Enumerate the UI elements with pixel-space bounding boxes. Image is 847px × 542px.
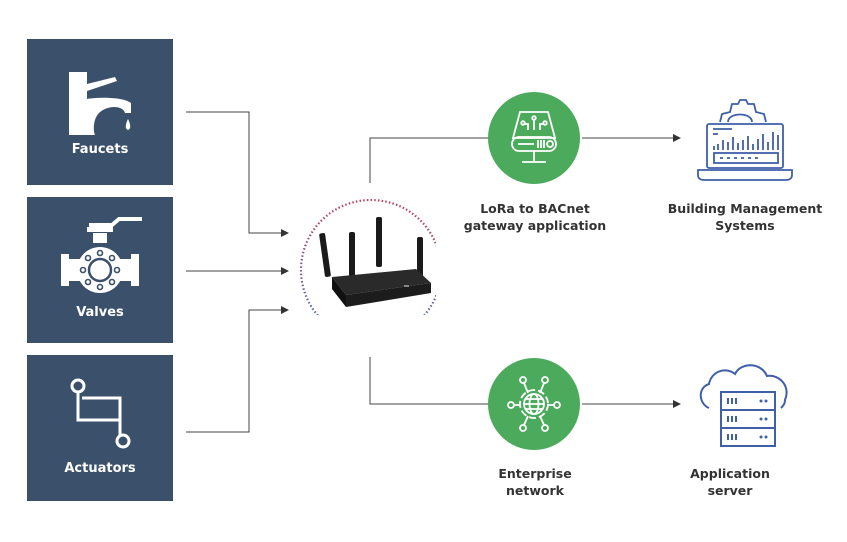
gateway-server-icon — [511, 111, 557, 163]
bms-label-line2: Systems — [715, 218, 775, 233]
input-box-faucets: Faucets — [27, 39, 173, 185]
input-box-valves: Valves — [27, 197, 173, 343]
hub-ring — [299, 198, 436, 315]
network-label-line2: network — [506, 483, 564, 498]
building-management-label: Building Management Systems — [655, 200, 835, 234]
appserver-label-line1: Application — [690, 466, 770, 481]
input-label-valves: Valves — [76, 305, 124, 320]
lora-gateway-router-icon — [299, 198, 436, 315]
router — [319, 217, 431, 307]
actuator-icon — [70, 378, 131, 449]
connector-hub-network — [369, 357, 490, 405]
connector-hub-gateway — [369, 137, 490, 183]
valve-icon — [61, 217, 142, 293]
faucet-icon — [69, 72, 131, 135]
connector-faucets — [186, 111, 289, 237]
input-label-actuators: Actuators — [64, 461, 136, 476]
network-globe-icon — [507, 376, 561, 432]
cloud-server-icon — [699, 364, 788, 447]
gateway-label-line2: gateway application — [463, 218, 607, 233]
appserver-label-line2: server — [707, 483, 753, 498]
gateway-application-label: LoRa to BACnet gateway application — [460, 200, 610, 234]
input-box-actuators: Actuators — [27, 355, 173, 501]
enterprise-network-label: Enterprise network — [460, 465, 610, 499]
enterprise-network-node — [488, 358, 580, 450]
bms-label-line1: Building Management — [667, 201, 823, 216]
gateway-application-node — [488, 92, 580, 184]
application-server-label: Application server — [655, 465, 805, 499]
input-label-faucets: Faucets — [71, 142, 129, 157]
gateway-label-line1: LoRa to BACnet — [480, 201, 590, 216]
network-label-line1: Enterprise — [498, 466, 572, 481]
laptop-dashboard-gear-icon — [697, 99, 793, 181]
connector-actuators — [186, 306, 289, 433]
